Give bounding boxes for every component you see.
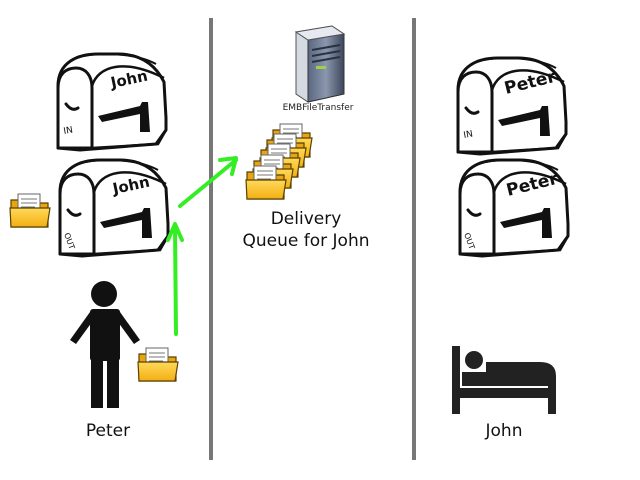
peter-in-mailbox-icon: John IN xyxy=(56,52,168,152)
john-in-mailbox-tag: IN xyxy=(463,129,474,140)
peter-out-mailbox-icon: John OUT xyxy=(58,158,170,258)
queue-caption: Delivery Queue for John xyxy=(226,208,386,252)
sender-label: Peter xyxy=(85,421,131,441)
john-out-mailbox-icon: Peter OUT xyxy=(458,158,570,258)
peter-in-mailbox-tag: IN xyxy=(63,125,74,136)
queue-caption-line2: Queue for John xyxy=(242,231,370,251)
upload-arrow xyxy=(166,222,184,336)
outgoing-folder-icon xyxy=(9,193,51,228)
john-in-mailbox-icon: Peter IN xyxy=(456,56,568,156)
receiver-label: John xyxy=(485,421,523,441)
server-icon xyxy=(294,25,346,103)
server-label: EMBFileTransfer xyxy=(282,103,354,113)
sleeping-bed-icon xyxy=(452,346,556,414)
sending-folder-icon xyxy=(137,347,179,382)
queue-caption-line1: Delivery xyxy=(270,209,342,229)
transfer-arrow xyxy=(178,156,238,208)
person-icon xyxy=(70,281,140,408)
